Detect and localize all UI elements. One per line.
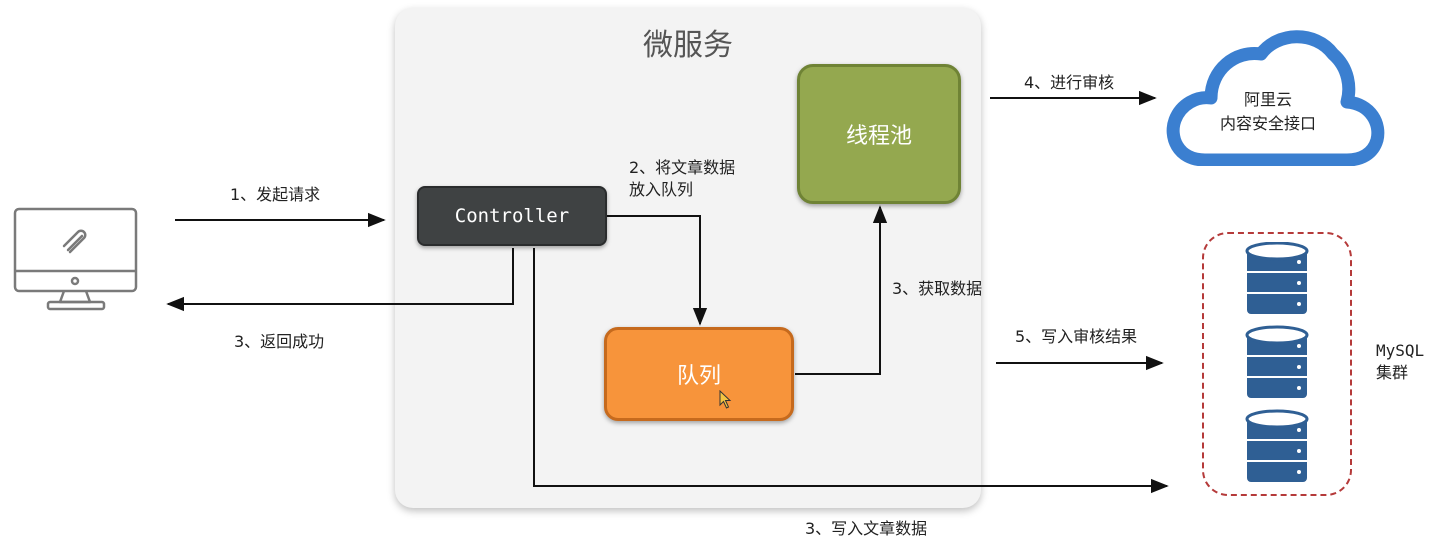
label-enqueue-line1: 2、将文章数据 (629, 158, 736, 177)
arrow-fetch (795, 205, 888, 375)
arrow-enqueue (607, 215, 708, 326)
mouse-cursor-icon (719, 390, 732, 409)
mysql-label-line1: MySQL (1376, 341, 1425, 360)
label-review: 4、进行审核 (1024, 73, 1115, 92)
database-stack (1245, 242, 1309, 482)
arrow-write-article (533, 248, 1169, 494)
queue-node: 队列 (604, 327, 794, 421)
database-icon (1245, 242, 1309, 314)
label-fetch: 3、获取数据 (892, 279, 983, 298)
label-enqueue: 2、将文章数据 放入队列 (629, 157, 735, 201)
aliyun-cloud-label: 阿里云 内容安全接口 (1213, 88, 1323, 136)
controller-node: Controller (417, 186, 607, 246)
mysql-cluster-group (1202, 232, 1352, 496)
panel-title: 微服务 (643, 28, 733, 63)
label-request: 1、发起请求 (230, 185, 321, 204)
thread-pool-node: 线程池 (797, 64, 961, 204)
label-write-result: 5、写入审核结果 (1015, 327, 1138, 346)
mysql-cluster-label: MySQL 集群 (1376, 340, 1424, 384)
label-return-success: 3、返回成功 (234, 332, 325, 351)
database-icon (1245, 325, 1309, 398)
computer-icon (13, 207, 138, 311)
cloud-label-line2: 内容安全接口 (1219, 114, 1316, 133)
arrow-return (166, 248, 514, 312)
cloud-label-line1: 阿里云 (1243, 90, 1292, 109)
label-write-article: 3、写入文章数据 (805, 519, 928, 538)
database-icon (1245, 409, 1309, 482)
label-enqueue-line2: 放入队列 (629, 180, 694, 199)
mysql-label-line2: 集群 (1376, 363, 1409, 382)
cloud-icon (1166, 30, 1385, 166)
